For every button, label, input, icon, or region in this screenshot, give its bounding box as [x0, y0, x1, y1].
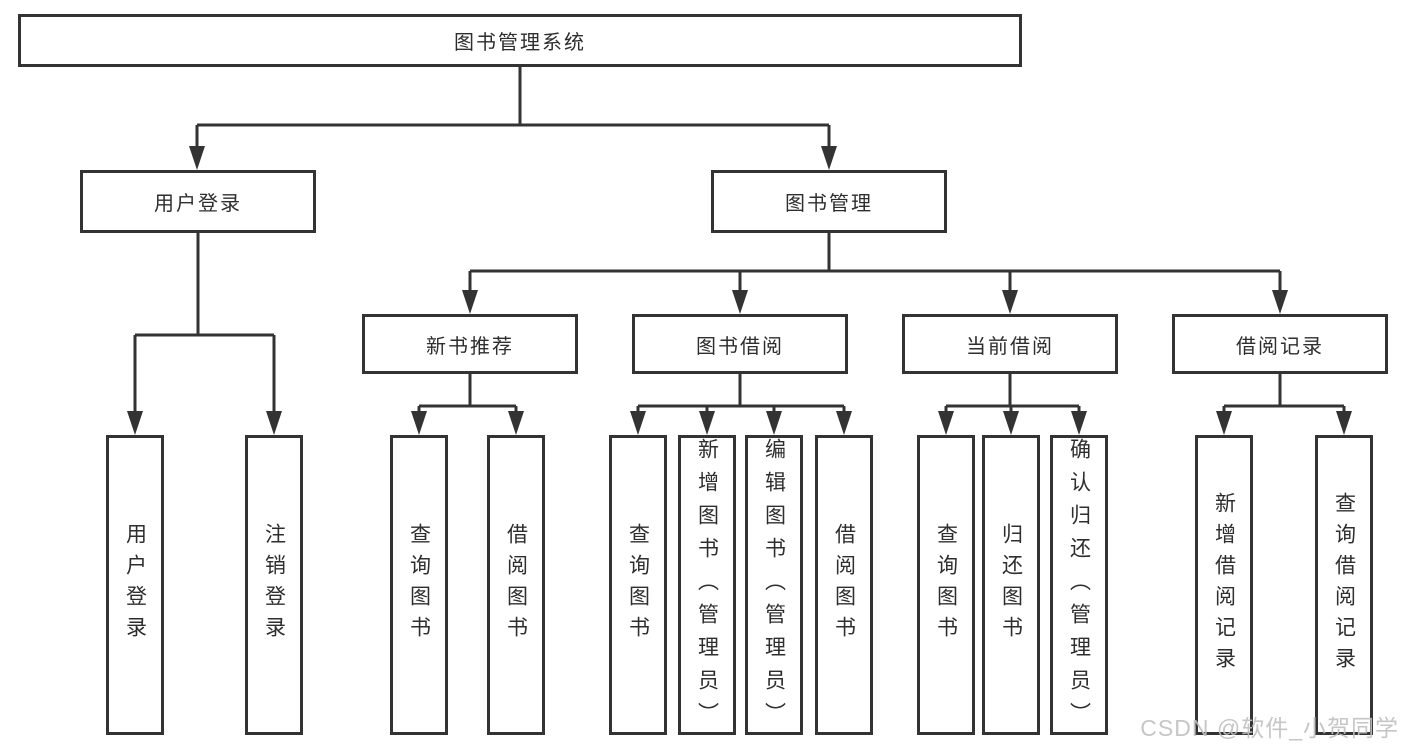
- leaf-borrow-borrow: 借阅图书: [815, 435, 873, 735]
- arrowhead: [699, 411, 715, 435]
- leaf-user-logout: 注销登录: [245, 435, 303, 735]
- arrowhead: [1003, 411, 1019, 435]
- leaf-label: 借阅图书: [504, 523, 528, 647]
- connector-book-mgmt: [468, 233, 1282, 292]
- arrowhead: [630, 411, 646, 435]
- leaf-borrow-query: 查询图书: [609, 435, 667, 735]
- leaf-label: 查询图书: [934, 523, 958, 647]
- arrowhead: [462, 290, 478, 314]
- arrowhead: [821, 146, 837, 170]
- arrowhead: [266, 411, 282, 435]
- arrowhead: [1336, 411, 1352, 435]
- connector-user-login: [133, 233, 276, 413]
- leaf-records-add: 新增借阅记录: [1195, 435, 1253, 735]
- leaf-current-query: 查询图书: [917, 435, 975, 735]
- node-new-book: 新书推荐: [362, 314, 578, 374]
- leaf-current-confirm-admin: 确认归还（管理员）: [1050, 435, 1108, 735]
- connector-root: [195, 67, 831, 148]
- node-current-borrow-label: 当前借阅: [966, 335, 1054, 358]
- node-borrow-records-label: 借阅记录: [1236, 335, 1324, 358]
- leaf-label: 确认归还（管理员）: [1067, 438, 1091, 735]
- connector-new-book: [417, 374, 518, 413]
- node-book-borrow: 图书借阅: [632, 314, 848, 374]
- arrowhead: [1216, 411, 1232, 435]
- leaf-label: 归还图书: [999, 523, 1023, 647]
- leaf-label: 编辑图书（管理员）: [762, 438, 786, 735]
- leaf-label: 查询借阅记录: [1332, 492, 1356, 678]
- node-current-borrow: 当前借阅: [902, 314, 1118, 374]
- node-book-mgmt: 图书管理: [711, 170, 947, 233]
- arrowhead: [1272, 290, 1288, 314]
- node-user-login: 用户登录: [80, 170, 316, 233]
- arrowhead: [1071, 411, 1087, 435]
- arrowhead: [766, 411, 782, 435]
- leaf-label: 查询图书: [407, 523, 431, 647]
- leaf-current-return: 归还图书: [982, 435, 1040, 735]
- arrowhead: [508, 411, 524, 435]
- arrowhead: [732, 290, 748, 314]
- node-root-label: 图书管理系统: [454, 32, 586, 54]
- leaf-user-login-query: 用户登录: [106, 435, 164, 735]
- leaf-label: 新增图书（管理员）: [695, 438, 719, 735]
- node-user-login-label: 用户登录: [154, 193, 242, 215]
- node-borrow-records: 借阅记录: [1172, 314, 1388, 374]
- connector-group: [133, 67, 1346, 413]
- arrowhead: [938, 411, 954, 435]
- arrowhead: [189, 146, 205, 170]
- leaf-borrow-edit-admin: 编辑图书（管理员）: [745, 435, 803, 735]
- node-root: 图书管理系统: [18, 14, 1022, 67]
- leaf-records-query: 查询借阅记录: [1315, 435, 1373, 735]
- leaf-newbook-borrow: 借阅图书: [487, 435, 545, 735]
- leaf-label: 借阅图书: [832, 523, 856, 647]
- node-book-borrow-label: 图书借阅: [696, 335, 784, 358]
- leaf-newbook-query: 查询图书: [390, 435, 448, 735]
- csdn-watermark: CSDN @软件_小贺同学: [1140, 715, 1399, 741]
- arrowhead: [411, 411, 427, 435]
- arrowhead: [836, 411, 852, 435]
- connector-current-borrow: [944, 374, 1081, 413]
- leaf-label: 注销登录: [262, 523, 286, 647]
- arrowhead: [127, 411, 143, 435]
- connector-borrow-records: [1222, 374, 1346, 413]
- leaf-label: 新增借阅记录: [1212, 492, 1236, 678]
- arrowhead-group: [127, 146, 1352, 435]
- node-book-mgmt-label: 图书管理: [785, 193, 873, 215]
- node-new-book-label: 新书推荐: [426, 335, 514, 358]
- leaf-label: 用户登录: [123, 523, 147, 647]
- leaf-label: 查询图书: [626, 523, 650, 647]
- connector-book-borrow: [636, 374, 846, 413]
- arrowhead: [1002, 290, 1018, 314]
- leaf-borrow-add-admin: 新增图书（管理员）: [678, 435, 736, 735]
